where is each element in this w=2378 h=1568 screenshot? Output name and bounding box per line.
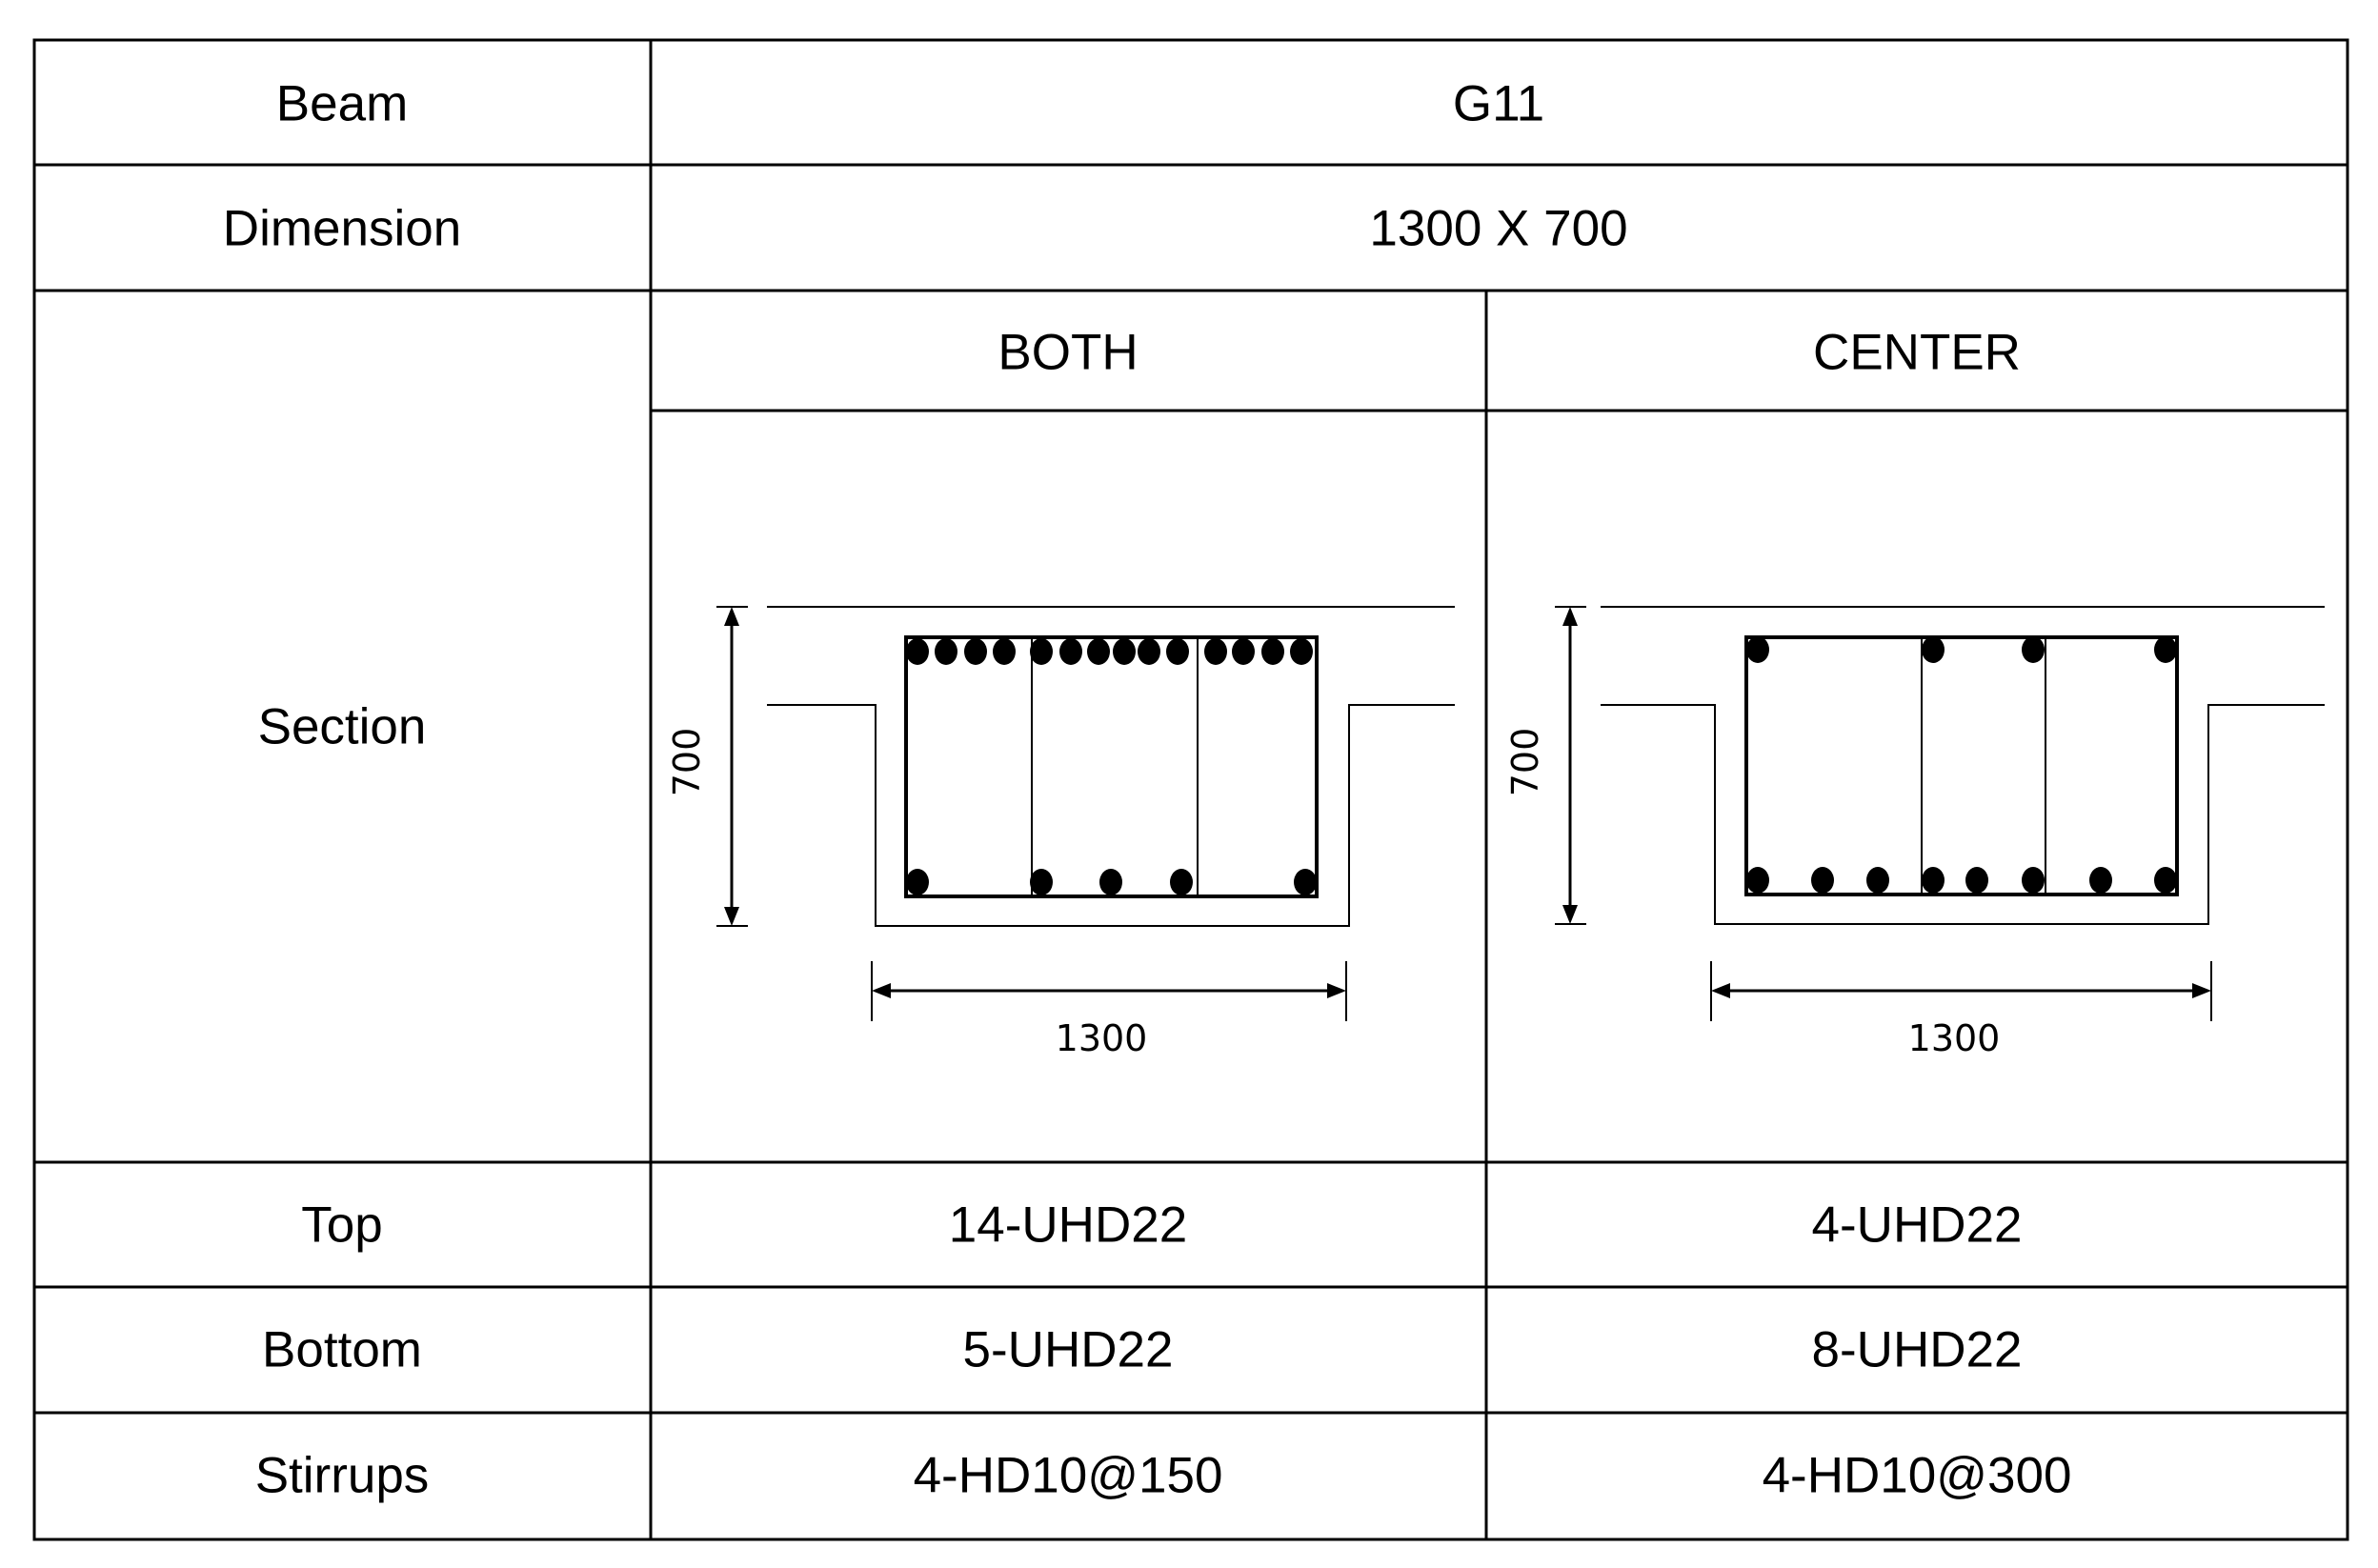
rebar-dot [1087,638,1110,665]
rebar-dot [2154,867,2177,894]
top-center-value: 4-UHD22 [1812,1197,2023,1254]
dimension-arrow [2192,983,2211,998]
rebar-dot [1059,638,1082,665]
rebar-dot [1138,638,1160,665]
dimension-arrow [724,607,739,626]
top-rebar-group [1746,636,2177,663]
rebar-dot [1170,869,1193,895]
width-dimension-label: 1300 [1908,1017,2001,1059]
height-dimension-label: 700 [1504,728,1546,797]
dimension-value: 1300 X 700 [1369,201,1627,257]
beam-outline [767,704,1455,927]
bottom-both-value: 5-UHD22 [963,1322,1174,1378]
column-header-center: CENTER [1813,325,2021,381]
beam-value: G11 [1453,76,1544,132]
beam-label: Beam [276,76,408,132]
rebar-dot [1290,638,1313,665]
stirrup-outline [1744,635,2179,896]
height-dimension-label: 700 [666,728,708,797]
rebar-dot [1099,869,1122,895]
rebar-dot [1030,869,1053,895]
table-border [32,38,2349,1541]
stirrup-outline [904,635,1319,898]
rebar-dot [906,638,929,665]
beam-outline [1601,704,2325,925]
rebar-dot [1232,638,1255,665]
bottom-label: Bottom [262,1322,422,1378]
dimension-arrow [872,983,891,998]
column-header-both: BOTH [998,325,1138,381]
section-label: Section [258,699,427,755]
table-grid [32,38,2349,1541]
rebar-dot [993,638,1016,665]
rebar-dot [2022,867,2045,894]
bottom-rebar-group [906,869,1317,895]
dimension-label: Dimension [223,201,461,257]
rebar-dot [964,638,987,665]
dimension-arrow [724,907,739,926]
rebar-dot [2089,867,2112,894]
dimension-arrow [1562,905,1578,924]
rebar-dot [906,869,929,895]
rebar-dot [2154,636,2177,663]
rebar-dot [1030,638,1053,665]
top-rebar-group [906,638,1313,665]
rebar-dot [1204,638,1227,665]
section-drawing-both [716,606,1455,1021]
rebar-dot [1866,867,1889,894]
width-dimension-label: 1300 [1056,1017,1148,1059]
dimension-arrow [1562,607,1578,626]
rebar-dot [1811,867,1834,894]
stirrups-label: Stirrups [255,1448,430,1504]
dimension-arrow [1327,983,1346,998]
top-both-value: 14-UHD22 [949,1197,1187,1254]
rebar-dot [1294,869,1317,895]
rebar-dot [1922,867,1945,894]
bottom-rebar-group [1746,867,2177,894]
bottom-center-value: 8-UHD22 [1812,1322,2023,1378]
dimension-arrow [1711,983,1730,998]
rebar-dot [935,638,957,665]
rebar-dot [1261,638,1284,665]
rebar-dot [1166,638,1189,665]
stirrups-both-value: 4-HD10@150 [914,1448,1223,1504]
rebar-dot [2022,636,2045,663]
section-drawing-center [1555,606,2325,1021]
rebar-dot [1965,867,1988,894]
table-text: Beam G11 Dimension 1300 X 700 Section BO… [223,76,2072,1504]
rebar-dot [1746,867,1769,894]
rebar-dot [1746,636,1769,663]
stirrups-center-value: 4-HD10@300 [1763,1448,2072,1504]
rebar-dot [1113,638,1136,665]
rebar-dot [1922,636,1945,663]
top-label: Top [301,1197,382,1254]
